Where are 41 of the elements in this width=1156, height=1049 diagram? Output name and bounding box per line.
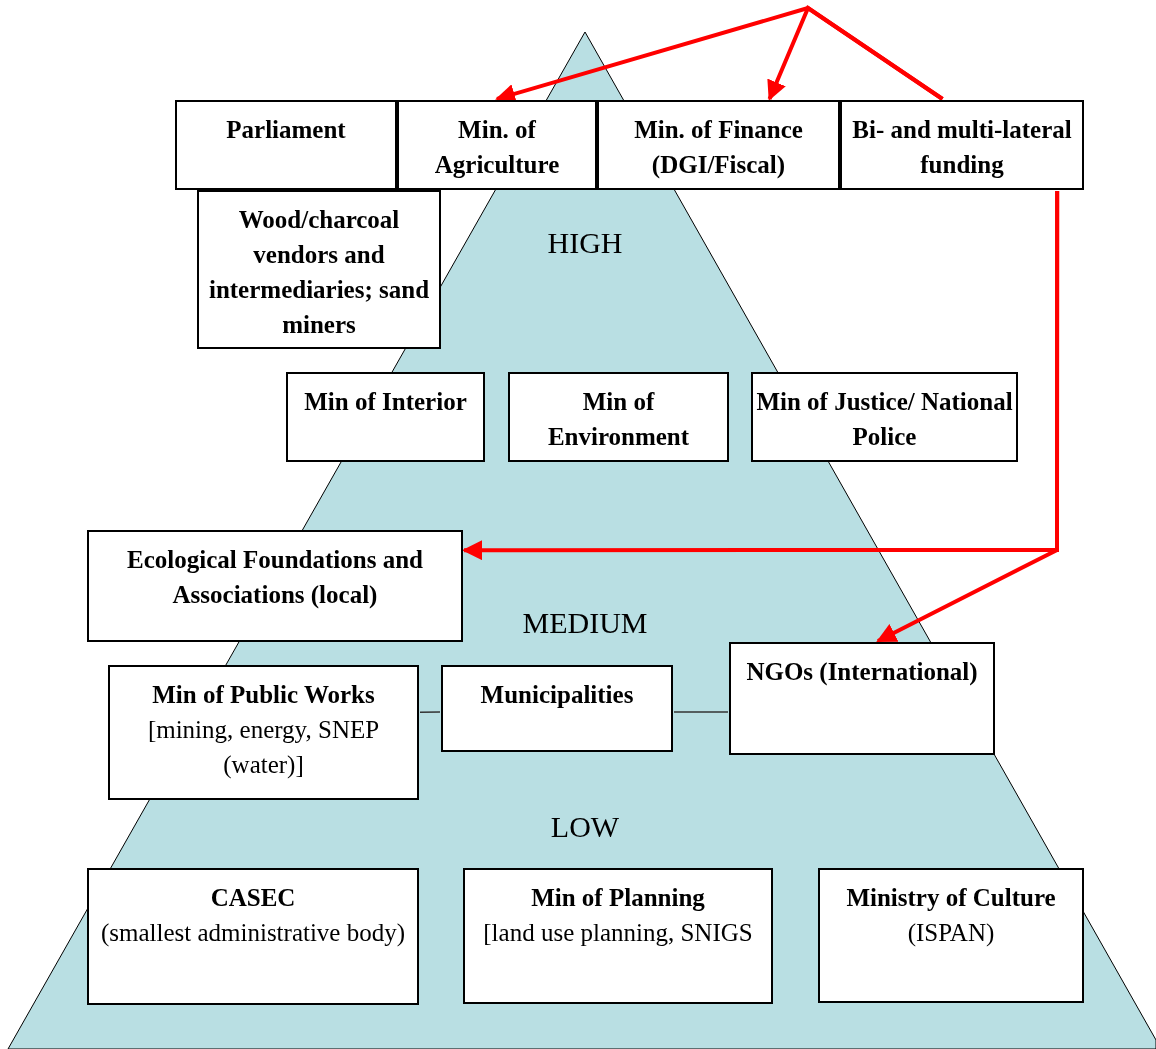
institution-box bbox=[108, 665, 419, 800]
box-description: (smallest administrative body) bbox=[100, 918, 406, 949]
box-label: Min. of Finance (DGI/Fiscal) bbox=[633, 115, 804, 180]
institution-box bbox=[597, 100, 840, 190]
connector-line bbox=[673, 711, 729, 713]
box-description: [mining, energy, SNEP (water)] bbox=[146, 715, 381, 781]
level-label: LOW bbox=[550, 810, 620, 844]
institution-box bbox=[87, 868, 419, 1005]
connector-line bbox=[419, 711, 441, 713]
box-label: Min of Interior bbox=[304, 387, 467, 417]
level-label: HIGH bbox=[547, 226, 623, 260]
institution-box bbox=[751, 372, 1018, 462]
level-label: MEDIUM bbox=[522, 606, 648, 640]
institution-box bbox=[441, 665, 673, 752]
box-label: Min. of Agriculture bbox=[433, 115, 561, 180]
box-title: CASEC bbox=[210, 883, 296, 913]
box-label: Min of Justice/ National Police bbox=[756, 387, 1013, 452]
institution-box bbox=[508, 372, 729, 462]
arrow bbox=[767, 4, 944, 101]
box-label: Wood/charcoal vendors and intermediaries; sand miners bbox=[207, 205, 431, 340]
institution-box bbox=[463, 868, 773, 1004]
institution-box bbox=[397, 100, 597, 190]
box-label: Min of Environment bbox=[546, 387, 691, 452]
box-label: Municipalities bbox=[480, 680, 634, 710]
institution-box bbox=[818, 868, 1084, 1003]
box-label: Ecological Foundations and Associations (local) bbox=[126, 545, 424, 610]
box-label: Parliament bbox=[226, 115, 346, 145]
arrow bbox=[876, 191, 1060, 643]
box-label: Bi- and multi-lateral funding bbox=[851, 115, 1073, 180]
institution-box bbox=[286, 372, 485, 462]
box-description: (ISPAN) bbox=[907, 918, 995, 948]
box-title: Min of Public Works bbox=[152, 680, 375, 710]
box-description: [land use planning, SNIGS bbox=[483, 918, 753, 948]
institution-box bbox=[175, 100, 397, 190]
institution-box bbox=[197, 190, 441, 349]
institution-box bbox=[87, 530, 463, 642]
institution-box bbox=[840, 100, 1084, 190]
box-label: NGOs (International) bbox=[746, 657, 978, 688]
institution-box bbox=[729, 642, 995, 755]
box-title: Min of Planning bbox=[531, 883, 705, 913]
box-title: Ministry of Culture bbox=[846, 883, 1056, 913]
